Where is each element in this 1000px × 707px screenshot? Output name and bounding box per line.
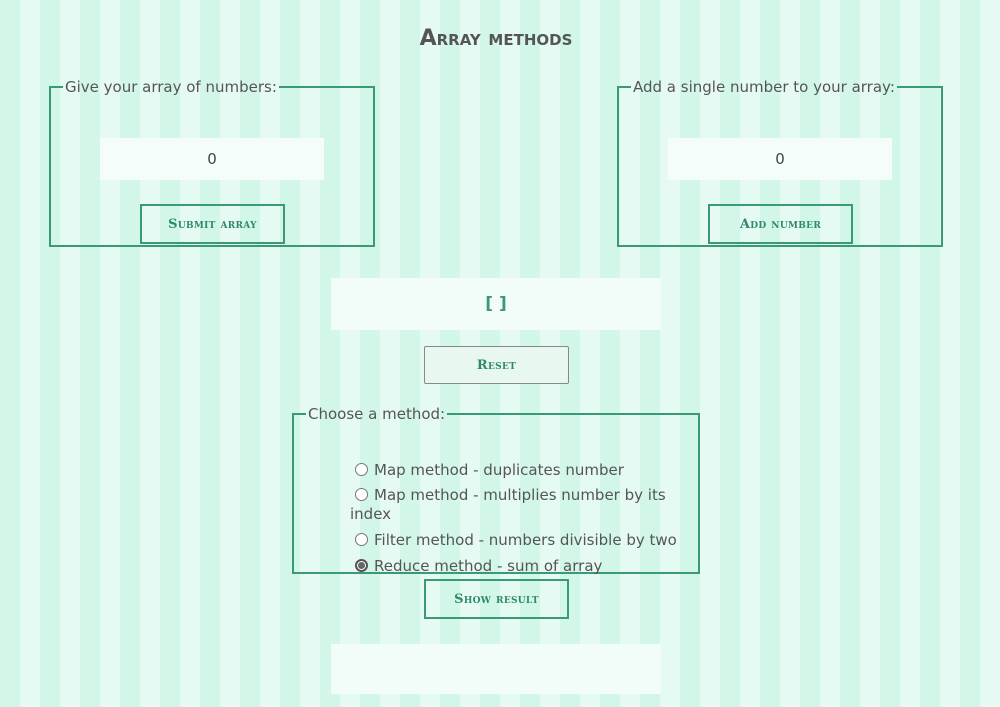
array-input[interactable] bbox=[100, 138, 324, 180]
add-number-button[interactable]: Add number bbox=[708, 204, 853, 244]
array-input-fieldset: Give your array of numbers: Submit array bbox=[49, 78, 375, 247]
radio-button-checked[interactable] bbox=[355, 559, 368, 572]
submit-array-button[interactable]: Submit array bbox=[140, 204, 285, 244]
radio-button[interactable] bbox=[355, 463, 368, 476]
page-title: Array methods bbox=[419, 26, 573, 51]
number-input[interactable] bbox=[668, 138, 892, 180]
method-option-reduce[interactable]: Reduce method - sum of array bbox=[350, 557, 680, 576]
method-option-filter[interactable]: Filter method - numbers divisible by two bbox=[350, 531, 680, 550]
method-fieldset: Choose a method: Map method - duplicates… bbox=[292, 405, 700, 576]
method-option-map-multiply[interactable]: Map method - multiplies number by its in… bbox=[350, 486, 680, 524]
array-input-legend: Give your array of numbers: bbox=[65, 78, 277, 96]
show-result-button[interactable]: Show result bbox=[424, 579, 569, 619]
add-number-legend: Add a single number to your array: bbox=[633, 78, 895, 96]
result-display bbox=[331, 644, 661, 694]
method-option-label: Filter method - numbers divisible by two bbox=[374, 531, 677, 549]
reset-button[interactable]: Reset bbox=[424, 346, 569, 384]
method-option-map-duplicate[interactable]: Map method - duplicates number bbox=[350, 461, 680, 480]
method-legend: Choose a method: bbox=[308, 405, 446, 423]
radio-button[interactable] bbox=[355, 488, 368, 501]
add-number-fieldset: Add a single number to your array: Add n… bbox=[617, 78, 943, 247]
array-display-text: [ ] bbox=[485, 294, 507, 314]
method-option-label: Reduce method - sum of array bbox=[374, 557, 603, 575]
method-option-label: Map method - multiplies number by its in… bbox=[350, 486, 666, 523]
method-option-label: Map method - duplicates number bbox=[374, 461, 624, 479]
radio-button[interactable] bbox=[355, 533, 368, 546]
array-display: [ ] bbox=[331, 278, 661, 330]
